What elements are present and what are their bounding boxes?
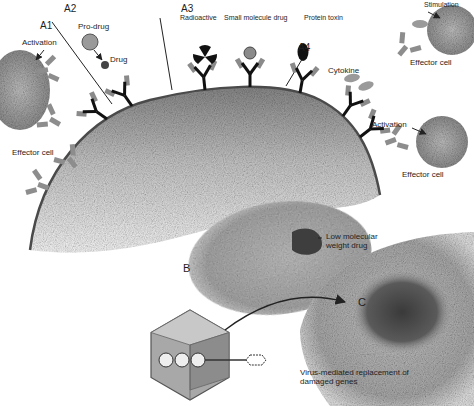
payloads-part [101, 61, 109, 69]
cell-c-part [352, 270, 452, 354]
payloads-part [205, 54, 217, 64]
annotation-label: Stimulation [424, 1, 459, 9]
payloads-part [36, 50, 44, 60]
annotation-label: Low molecular weight drug [326, 232, 386, 250]
bound-antibodies-part [103, 73, 145, 114]
effector-cells [0, 5, 474, 168]
annotation-label: Activation [372, 120, 407, 129]
virus-capsid-part [225, 297, 345, 330]
cell-b-part [318, 238, 322, 239]
bound-antibodies-part [235, 58, 265, 87]
section-dividers-part [52, 22, 112, 104]
section-dividers [52, 18, 304, 104]
free-antibodies [24, 30, 423, 201]
section-letter: A2 [64, 3, 76, 15]
annotation-label: Virus-mediated replacement of damaged ge… [300, 368, 425, 386]
payloads [36, 12, 440, 134]
bound-antibodies-part [285, 61, 320, 95]
virus-capsid-part [190, 333, 229, 391]
payloads-part [193, 54, 205, 64]
panel-letter: B [183, 262, 190, 275]
cell-b-part [292, 228, 322, 254]
virus-capsid-part [175, 353, 189, 367]
effector-cells-part [416, 116, 468, 168]
free-antibodies-part [24, 168, 53, 201]
virus-capsid-part [151, 310, 229, 400]
annotation-label: Radioactive [180, 14, 217, 22]
bound-antibodies-part [187, 59, 220, 91]
payloads-part [82, 34, 98, 50]
virus-capsid-part [205, 359, 248, 361]
payloads-part [412, 128, 426, 134]
payloads-part [412, 20, 428, 28]
payloads-part [199, 45, 211, 57]
annotation-label: Effector cell [12, 148, 54, 157]
section-letter: A1 [40, 20, 52, 32]
payloads-part [428, 12, 440, 18]
annotation-label: Small molecule drug [224, 14, 287, 22]
effector-cells-part [427, 5, 474, 55]
free-antibodies-part [35, 102, 67, 137]
payloads-part [357, 80, 375, 93]
payloads-part [94, 50, 102, 60]
section-dividers-part [160, 18, 172, 90]
annotation-label: Protein toxin [304, 14, 343, 22]
virus-capsid-part [190, 345, 191, 400]
cell-c [300, 232, 474, 406]
annotation-label: Cytokine [328, 66, 359, 75]
section-letter: A3 [181, 3, 193, 15]
effector-cells-part [0, 50, 50, 130]
annotation-label: Drug [110, 55, 127, 64]
free-antibodies-part [52, 142, 87, 176]
bound-antibodies [74, 58, 392, 149]
annotation-label: Pro-drug [78, 22, 109, 31]
virus-capsid-part [159, 353, 173, 367]
free-antibodies-part [35, 54, 61, 85]
payloads-part [244, 47, 256, 59]
section-letter: A4 [298, 42, 310, 54]
annotation-label: Activation [22, 38, 57, 47]
virus-capsid-part [191, 353, 205, 367]
virus-capsid-part [246, 355, 266, 365]
annotation-label: Effector cell [402, 170, 444, 179]
panel-letter: C [358, 296, 366, 309]
annotation-label: Effector cell [410, 58, 452, 67]
bound-antibodies-part [74, 90, 115, 132]
cell-c-part [300, 232, 474, 406]
